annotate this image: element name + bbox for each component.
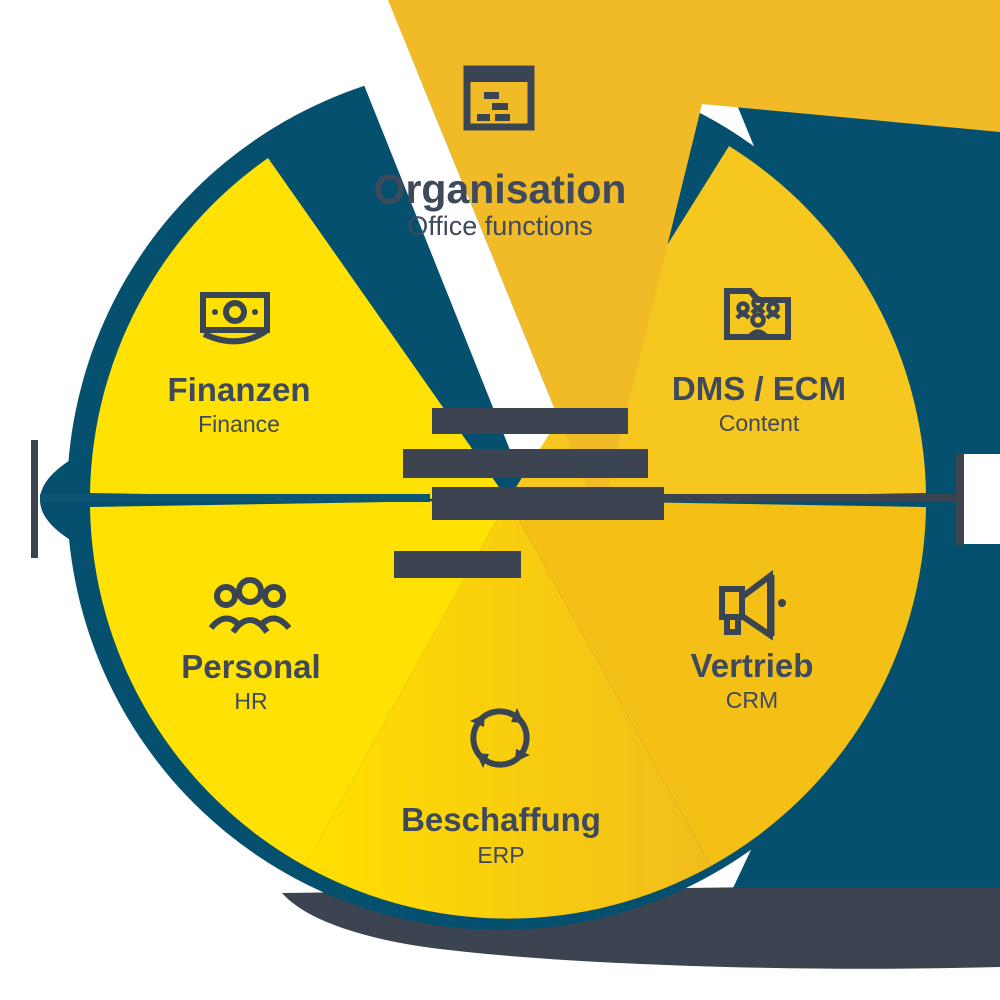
people-group-icon [208, 577, 292, 634]
redaction-bar [432, 487, 664, 520]
organisation-wedge [388, 0, 1000, 520]
window-task-list-icon [463, 65, 535, 131]
vertrieb-wedge [508, 500, 926, 866]
redaction-bar [403, 449, 648, 478]
dms-ecm-title: DMS / ECM [672, 370, 846, 407]
banknote-icon [200, 292, 270, 345]
organisation-subtitle: Office functions [407, 211, 593, 241]
cycle-arrows-icon [470, 708, 530, 768]
dms-ecm-subtitle: Content [719, 410, 800, 436]
segment-beschaffung [305, 500, 711, 919]
beschaffung-title: Beschaffung [401, 801, 601, 838]
segment-vertrieb [508, 500, 926, 866]
axis-end-cap-right [956, 454, 964, 545]
redaction-bar [394, 551, 521, 578]
personal-wedge [90, 500, 508, 866]
beschaffung-wedge [305, 500, 711, 919]
segment-finanzen [90, 158, 508, 500]
folder-team-icon [724, 288, 791, 340]
axis-line-left [40, 494, 430, 502]
finanzen-title: Finanzen [167, 371, 310, 408]
personal-subtitle: HR [234, 688, 267, 714]
beschaffung-subtitle: ERP [477, 842, 524, 868]
personal-title: Personal [181, 648, 320, 685]
axis-end-cap-left [31, 440, 38, 558]
vertrieb-title: Vertrieb [691, 647, 814, 684]
organisation-title: Organisation [374, 166, 627, 212]
finanzen-subtitle: Finance [198, 411, 280, 437]
vertrieb-subtitle: CRM [726, 687, 778, 713]
megaphone-icon [719, 570, 786, 641]
explosion-gap [330, 0, 600, 540]
segment-personal [90, 500, 508, 866]
redaction-bar [432, 408, 628, 434]
redacted-center-logo [394, 408, 664, 578]
axis-white-notch-right [964, 454, 1000, 544]
axis-line-right [664, 494, 957, 502]
finanzen-wedge [90, 158, 508, 500]
